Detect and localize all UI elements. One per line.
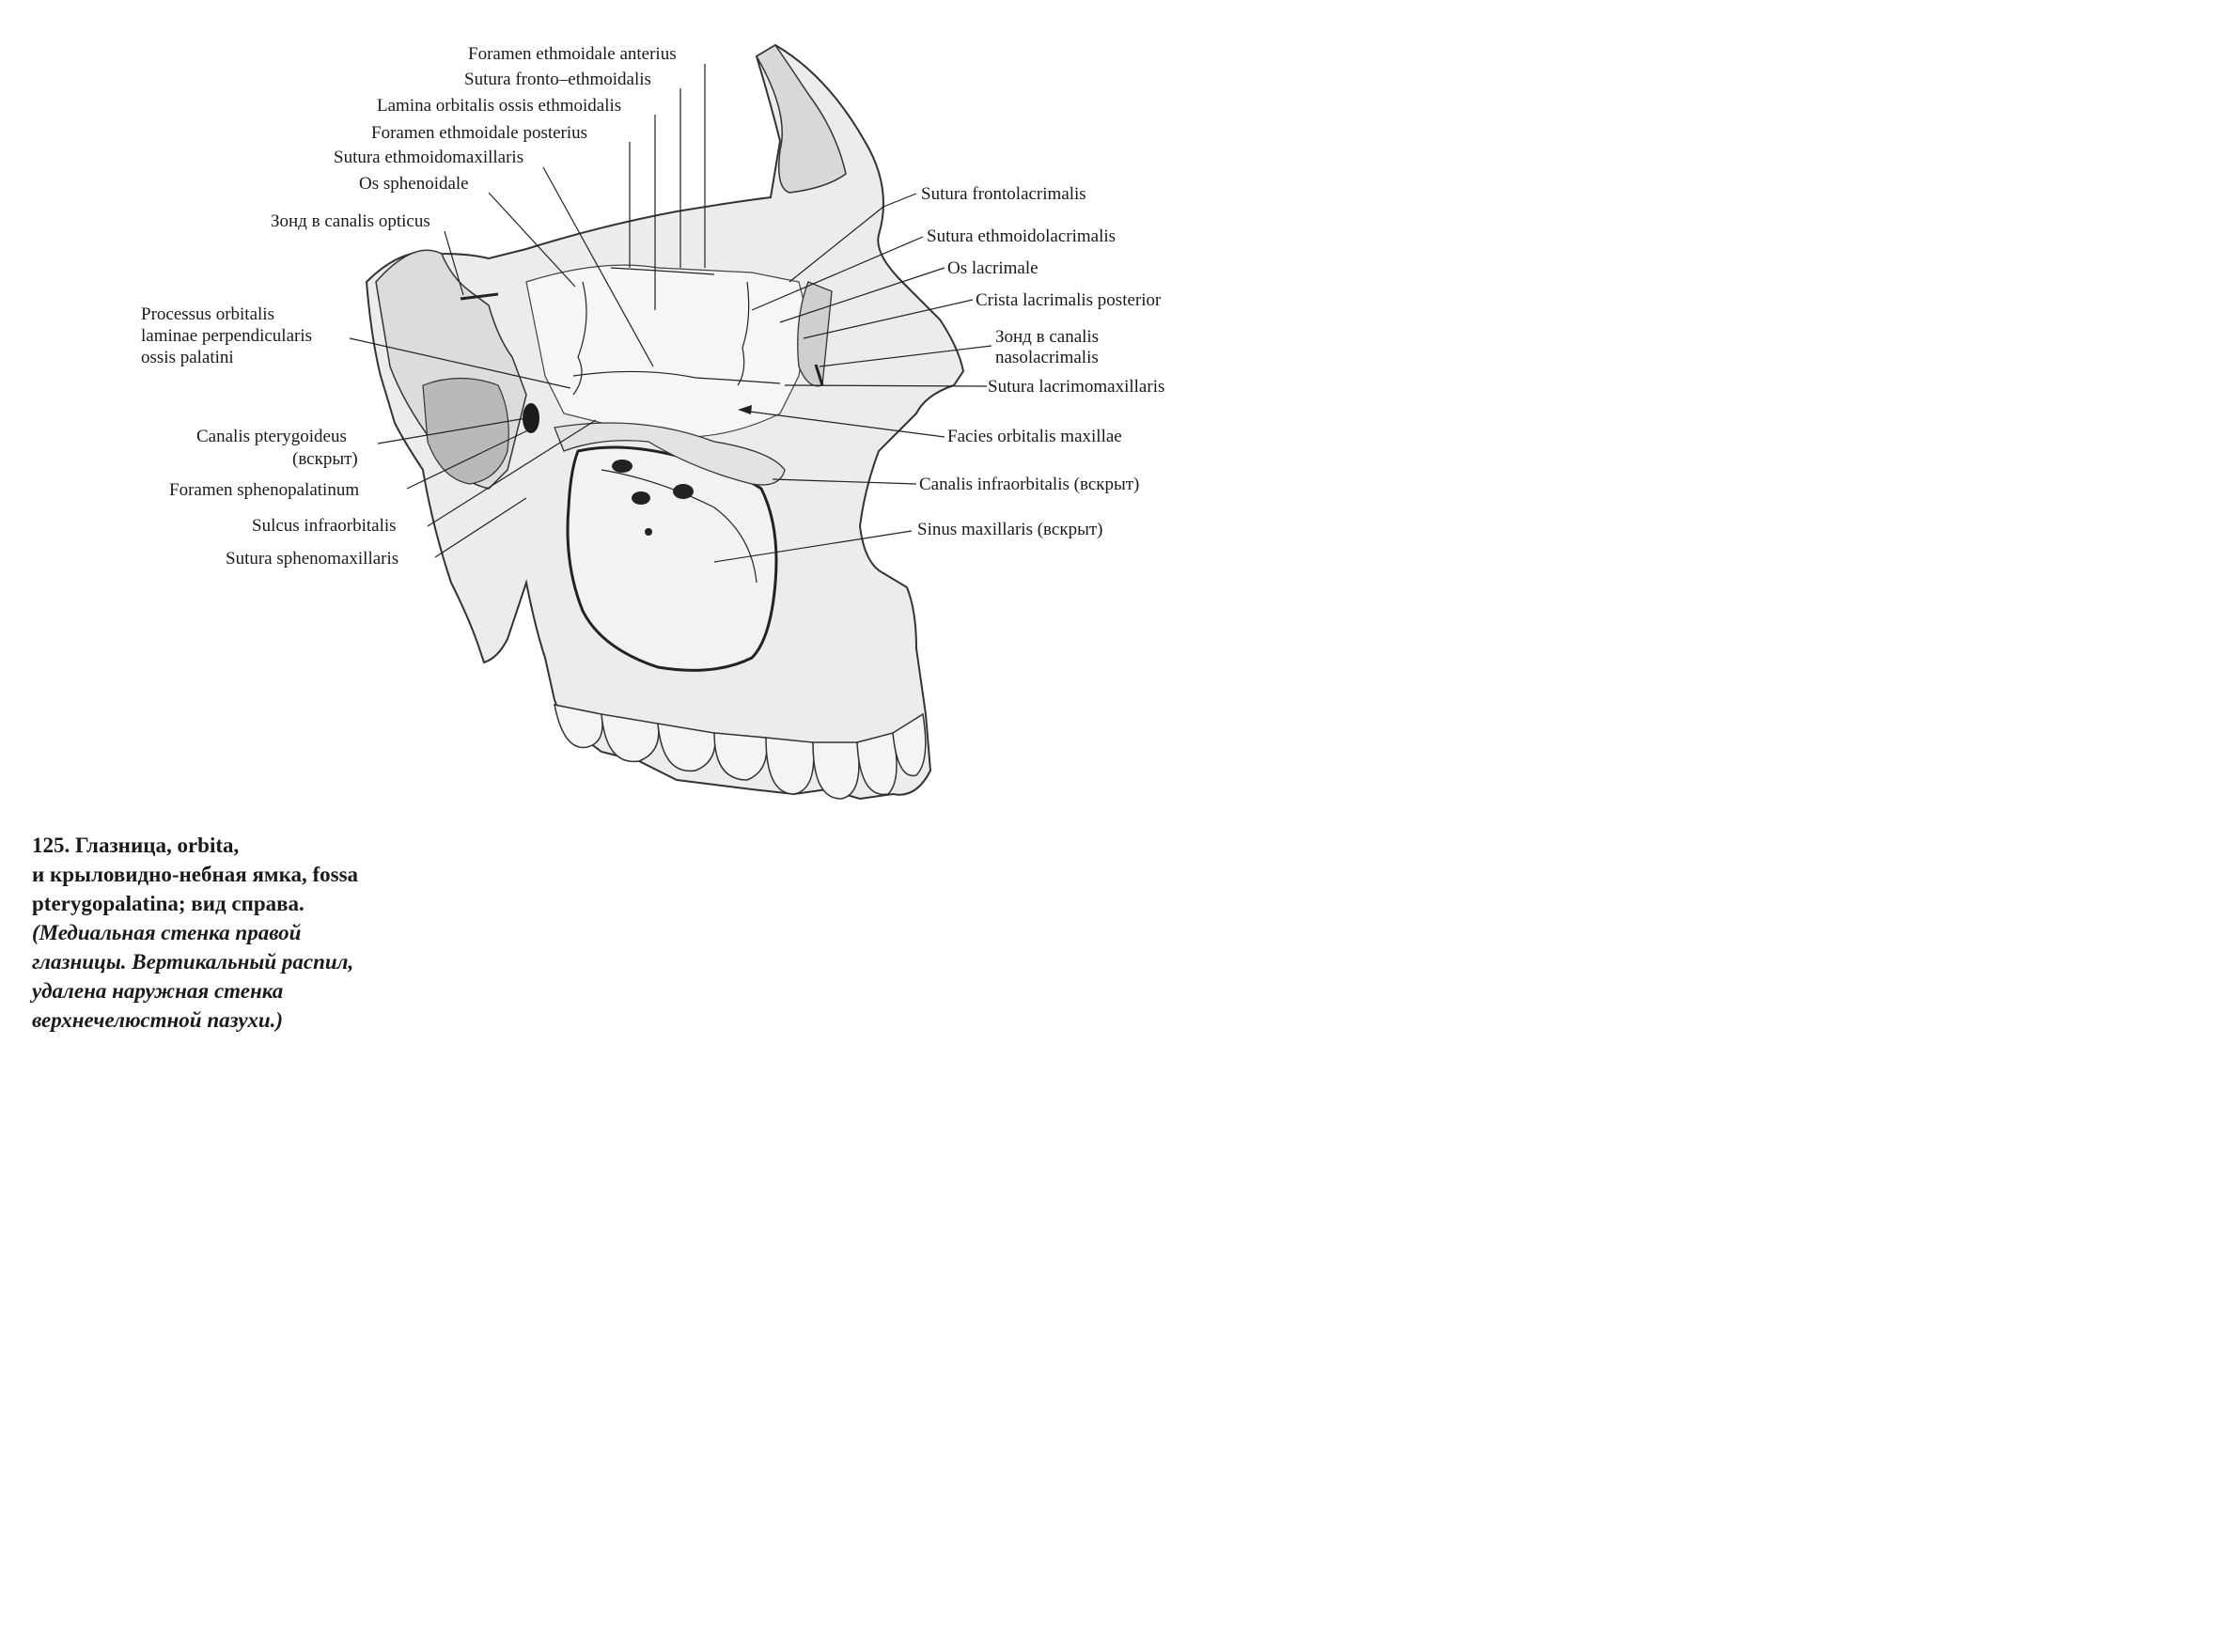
label-zond-opticus: Зонд в canalis opticus bbox=[271, 211, 430, 231]
label-foramen-ethmoidale-posterius: Foramen ethmoidale posterius bbox=[371, 123, 587, 143]
label-lamina-orbitalis: Lamina orbitalis ossis ethmoidalis bbox=[377, 96, 621, 116]
figure-caption: 125. Глазница, orbita, и крыловидно-небн… bbox=[32, 831, 474, 1035]
label-crista-lacrimalis-posterior: Crista lacrimalis posterior bbox=[976, 290, 1162, 310]
label-sutura-ethmoidolacrimalis: Sutura ethmoidolacrimalis bbox=[927, 226, 1116, 246]
caption-line-7: верхнечелюстной пазухи.) bbox=[32, 1008, 284, 1032]
leader-lines bbox=[349, 64, 992, 563]
label-facies-orbitalis: Facies orbitalis maxillae bbox=[947, 427, 1122, 446]
anatomical-labels: Foramen ethmoidale anterius Sutura front… bbox=[141, 44, 1164, 569]
label-foramen-sphenopalatinum: Foramen sphenopalatinum bbox=[169, 480, 359, 500]
label-canalis-infraorbitalis: Canalis infraorbitalis (вскрыт) bbox=[919, 475, 1139, 494]
label-processus-orbitalis-3: ossis palatini bbox=[141, 348, 234, 367]
label-zond-nasolacrimalis-1: Зонд в canalis bbox=[995, 327, 1099, 347]
label-sutura-sphenomaxillaris: Sutura sphenomaxillaris bbox=[226, 549, 398, 569]
label-sutura-lacrimomaxillaris: Sutura lacrimomaxillaris bbox=[988, 377, 1164, 397]
label-os-lacrimale: Os lacrimale bbox=[947, 258, 1038, 278]
label-zond-nasolacrimalis-2: nasolacrimalis bbox=[995, 348, 1099, 367]
label-canalis-pterygoideus-2: (вскрыт) bbox=[292, 449, 358, 469]
skull-orbit-illustration: Foramen ethmoidale anterius Sutura front… bbox=[141, 43, 1164, 801]
caption-line-2: и крыловидно-небная ямка, fossa bbox=[32, 863, 359, 886]
label-sinus-maxillaris: Sinus maxillaris (вскрыт) bbox=[917, 520, 1102, 539]
label-processus-orbitalis-2: laminae perpendicularis bbox=[141, 326, 312, 346]
caption-line-4: (Медиальная стенка правой bbox=[32, 921, 302, 944]
caption-line-1: 125. Глазница, orbita, bbox=[32, 834, 240, 857]
label-sulcus-infraorbitalis: Sulcus infraorbitalis bbox=[252, 516, 397, 536]
label-foramen-ethmoidale-anterius: Foramen ethmoidale anterius bbox=[468, 44, 677, 64]
caption-line-5: глазницы. Вертикальный распил, bbox=[32, 950, 354, 974]
label-sutura-ethmoidomaxillaris: Sutura ethmoidomaxillaris bbox=[334, 148, 523, 167]
bone-drawing bbox=[365, 43, 965, 801]
label-sutura-frontolacrimalis: Sutura frontolacrimalis bbox=[921, 184, 1086, 204]
label-sutura-fronto-ethmoidalis: Sutura fronto–ethmoidalis bbox=[464, 70, 651, 89]
caption-line-3: pterygopalatina; вид справа. bbox=[32, 892, 304, 915]
label-os-sphenoidale: Os sphenoidale bbox=[359, 174, 469, 194]
caption-line-6: удалена наружная стенка bbox=[32, 979, 284, 1003]
label-canalis-pterygoideus-1: Canalis pterygoideus bbox=[196, 427, 347, 446]
label-processus-orbitalis-1: Processus orbitalis bbox=[141, 304, 274, 324]
